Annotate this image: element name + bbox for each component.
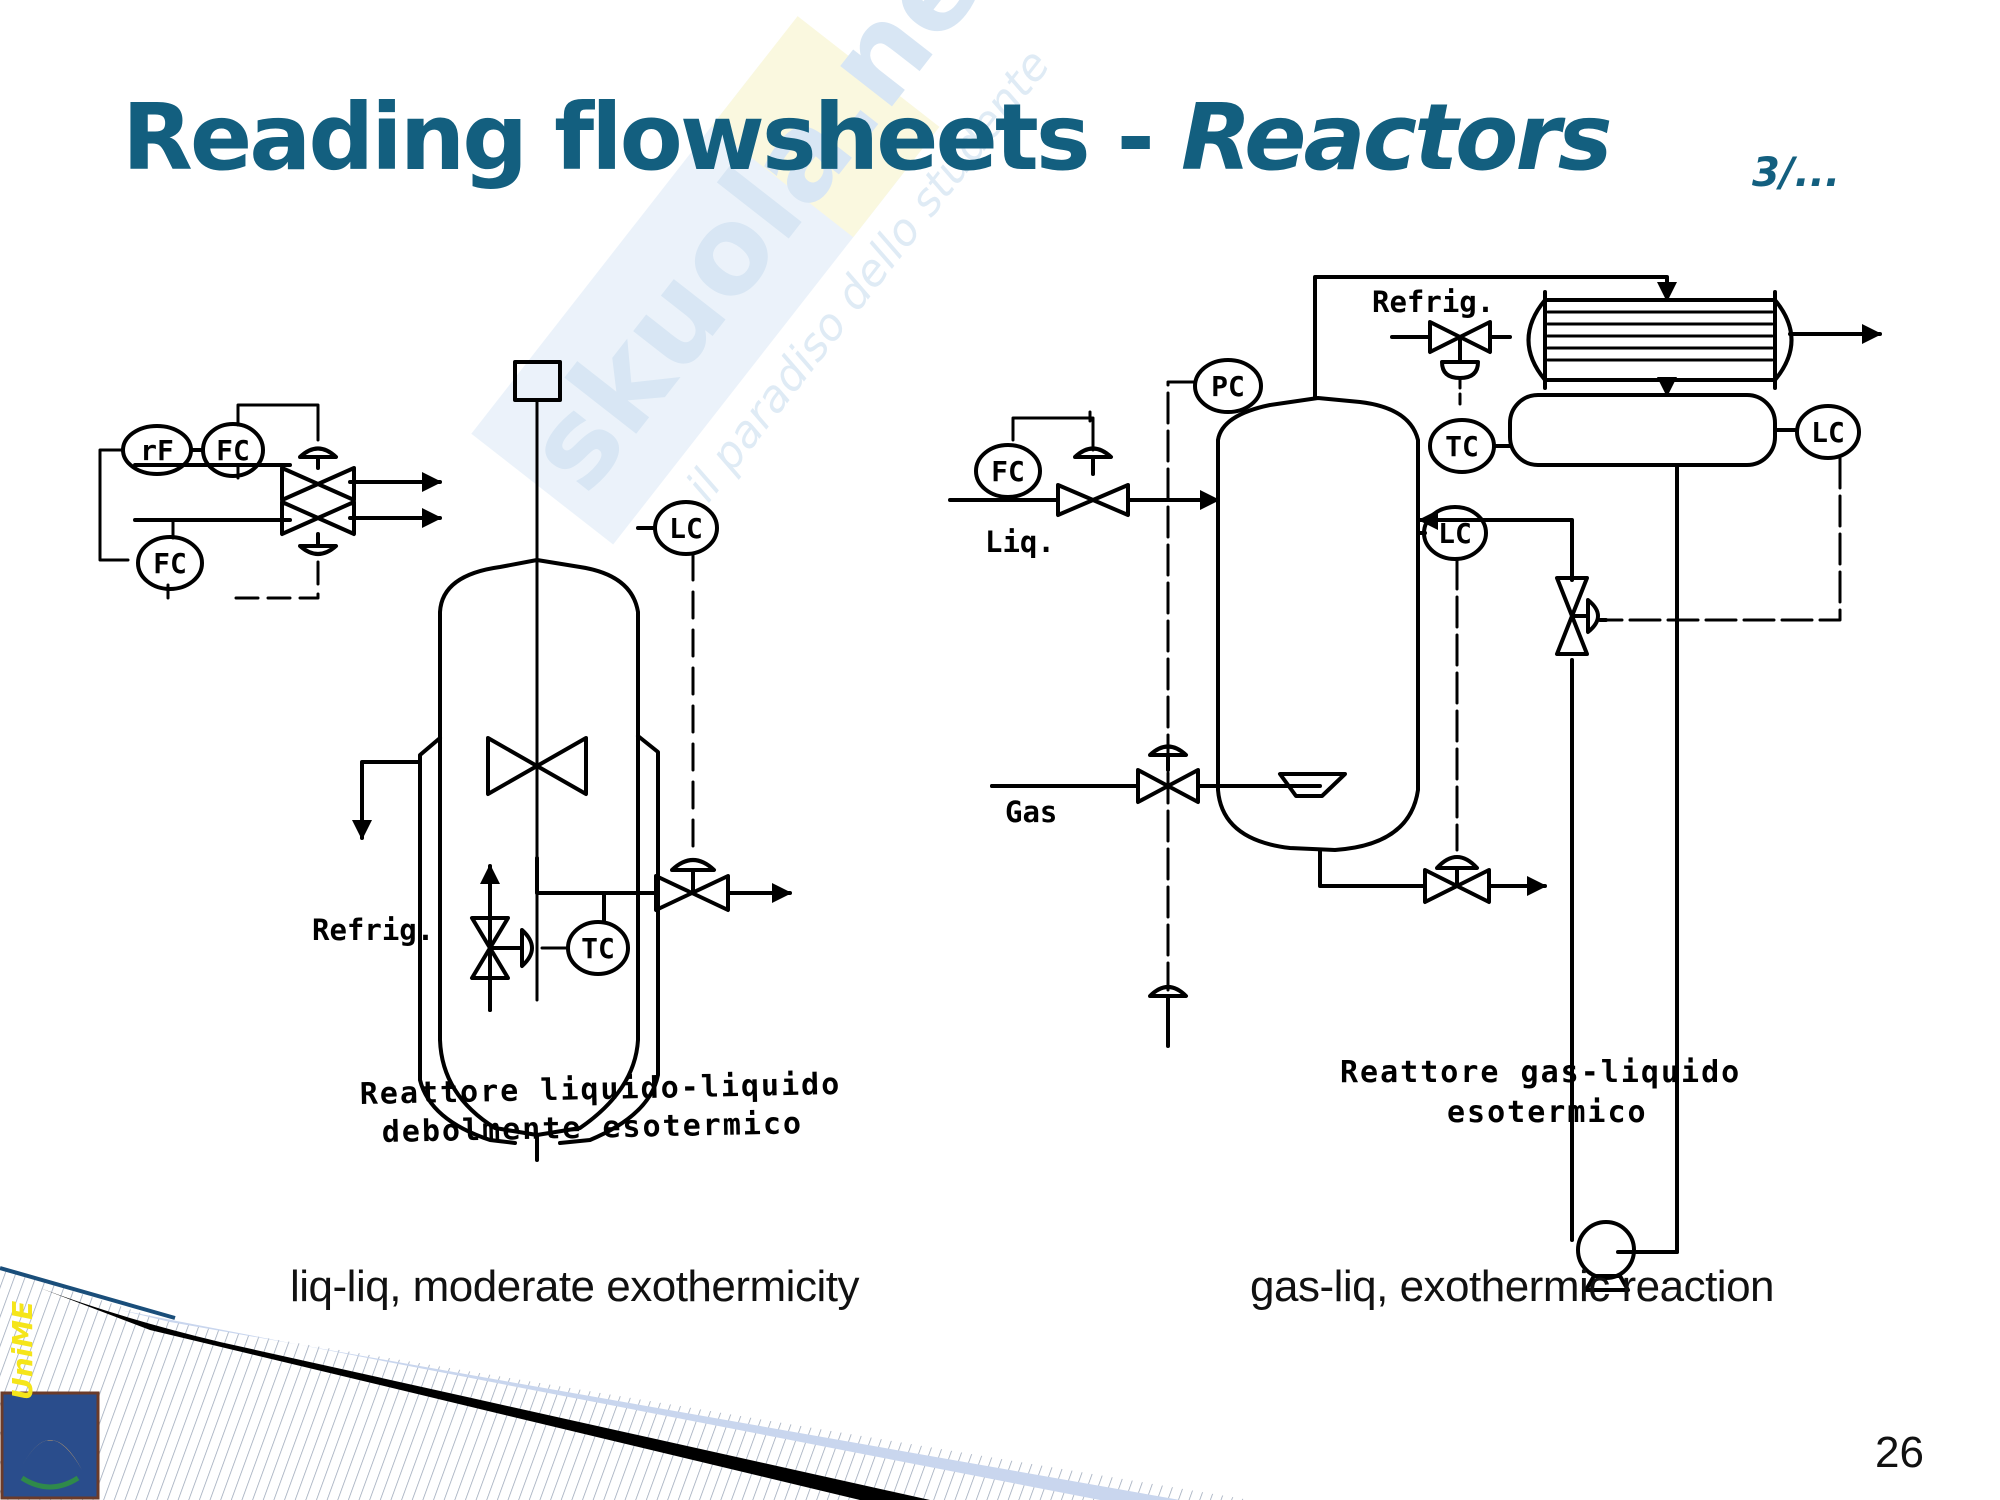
gas-feed-label: Gas	[1005, 795, 1057, 829]
bottoms-valve-actuator	[1435, 855, 1479, 870]
hatched-corner	[0, 1268, 1250, 1500]
pump-base	[1584, 1274, 1630, 1292]
instrument-PC: PC	[1193, 358, 1263, 414]
slide-title-italic: Reactors	[1180, 84, 1613, 191]
instrument-FC-2-label: FC	[153, 547, 187, 580]
right-reactor-diagram: Refrig. TC LC PC	[948, 275, 1882, 1292]
instrument-FC-1-label: FC	[216, 434, 250, 467]
instrument-FC-right: FC	[974, 443, 1042, 499]
bottoms-line	[1318, 848, 1427, 888]
outlet-valve-actuator	[670, 858, 716, 872]
right-english-caption: gas-liq, exothermic reaction	[1250, 1262, 1775, 1311]
gas-valve-actuator	[1148, 985, 1188, 998]
recycle-valve	[1555, 576, 1589, 656]
university-logo	[0, 1391, 100, 1500]
gas-liquid-reactor	[1216, 396, 1420, 852]
liq-valve-actuator	[1073, 446, 1113, 459]
recycle-valve-actuator	[1586, 598, 1600, 634]
right-diagram-caption-line2: esotermico	[1447, 1095, 1648, 1130]
valve-2-actuator	[298, 544, 338, 556]
feed-valve-2	[280, 500, 356, 536]
ratio-signal	[98, 448, 130, 562]
slide-counter: 3/...	[1752, 150, 1841, 196]
feed-valve-1	[280, 466, 356, 502]
reactor-jacket-left	[418, 736, 517, 1145]
instrument-LC-reactor-label: LC	[1438, 517, 1472, 550]
agitator-impeller	[486, 736, 588, 796]
right-diagram-caption-line1: Reattore gas-liquido	[1340, 1055, 1741, 1090]
instrument-LC-drum: LC	[1795, 404, 1861, 460]
reactor-vessel	[438, 558, 640, 1137]
right-coolant-label: Refrig.	[1372, 285, 1494, 319]
instrument-LC-reactor: LC	[1422, 505, 1488, 561]
unime-label: UniME	[6, 1301, 39, 1400]
left-english-caption: liq-liq, moderate exothermicity	[290, 1262, 859, 1311]
fc-right-signal	[1011, 410, 1095, 452]
liquid-feed-label: Liq.	[985, 525, 1055, 559]
coolant-valve-actuator	[520, 928, 534, 968]
instrument-rF: rF	[121, 424, 193, 476]
recycle-line	[1418, 518, 1574, 1242]
unime-text: UniME	[6, 1301, 39, 1400]
gas-sparger	[1278, 772, 1347, 798]
jacket-outlet	[352, 760, 422, 840]
instrument-FC-right-label: FC	[991, 455, 1025, 488]
instrument-rF-label: rF	[140, 434, 174, 467]
instrument-FC-1: FC	[201, 422, 265, 478]
instrument-FC-2: FC	[136, 535, 204, 591]
slide-title-main: Reading flowsheets -	[122, 84, 1181, 191]
instrument-LC-drum-label: LC	[1811, 416, 1845, 449]
slide-title: Reading flowsheets - Reactors	[122, 92, 1612, 184]
reactor-jacket-right	[558, 734, 660, 1145]
instrument-PC-label: PC	[1211, 370, 1245, 403]
fc2-signal	[228, 560, 320, 600]
condenser-tubes	[1546, 310, 1774, 362]
page-number: 26	[1875, 1428, 1924, 1477]
drum-level-signal	[1598, 456, 1842, 622]
bottom-outlet-line	[535, 856, 658, 895]
instrument-TC-left-label: TC	[581, 932, 615, 965]
fc1-signal	[236, 403, 320, 442]
left-coolant-label: Refrig.	[312, 913, 434, 947]
valve-1-actuator	[298, 446, 338, 459]
instrument-TC-right-label: TC	[1445, 430, 1479, 463]
instrument-LC-left-label: LC	[669, 512, 703, 545]
instrument-LC-left: LC	[653, 500, 719, 556]
vapour-line	[1313, 275, 1677, 400]
instrument-TC-left: TC	[566, 920, 630, 976]
